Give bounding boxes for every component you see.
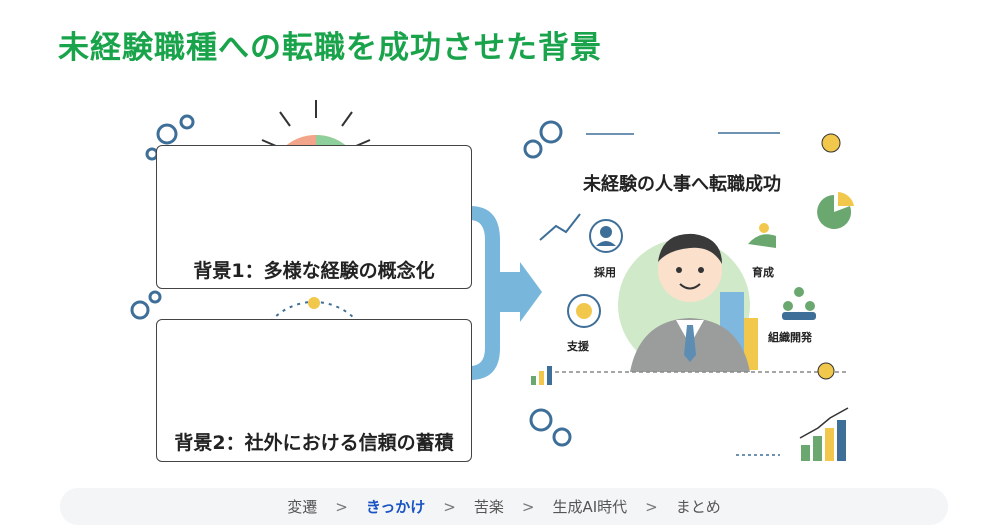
support-gear-icon [567, 294, 601, 328]
nav-separator: > [443, 497, 456, 516]
breadcrumb-nav: 変遷 > きっかけ > 苦楽 > 生成AI時代 > まとめ [60, 488, 948, 525]
result-title: 未経験の人事へ転職成功 [583, 174, 781, 195]
person-illustration [630, 233, 758, 372]
bar-chart-icon [799, 407, 849, 461]
merge-arrow-icon [470, 206, 542, 380]
nav-separator: > [335, 497, 348, 516]
background1-box: 背景1：多様な経験の概念化 [156, 145, 472, 289]
nav-item-summary[interactable]: まとめ [675, 498, 721, 516]
nav-item-ai-era[interactable]: 生成AI時代 [552, 498, 628, 516]
mini-bar-icon [531, 366, 552, 385]
team-people-icon [782, 287, 816, 320]
bulb-icon [817, 133, 841, 380]
training-hand-icon [748, 223, 776, 248]
role-recruit-label: 採用 [594, 266, 616, 279]
role-org-dev-label: 組織開発 [768, 331, 812, 344]
role-training-label: 育成 [752, 266, 774, 279]
nav-item-hardships[interactable]: 苦楽 [473, 498, 504, 516]
nav-item-trigger[interactable]: きっかけ [365, 498, 426, 516]
gear-icon [130, 114, 572, 447]
line-chart-icon [539, 213, 581, 241]
recruit-avatar-icon [589, 219, 623, 253]
background2-label: 背景2：社外における信頼の蓄積 [174, 432, 454, 454]
page-title: 未経験職種への転職を成功させた背景 [58, 30, 602, 66]
background2-box: 背景2：社外における信頼の蓄積 [156, 319, 472, 462]
background1-label: 背景1：多様な経験の概念化 [193, 260, 435, 282]
role-support-label: 支援 [567, 340, 589, 353]
pie-chart-icon [817, 195, 852, 229]
nav-separator: > [521, 497, 535, 516]
nav-separator: > [645, 497, 658, 516]
nav-item-history[interactable]: 変遷 [287, 498, 318, 516]
